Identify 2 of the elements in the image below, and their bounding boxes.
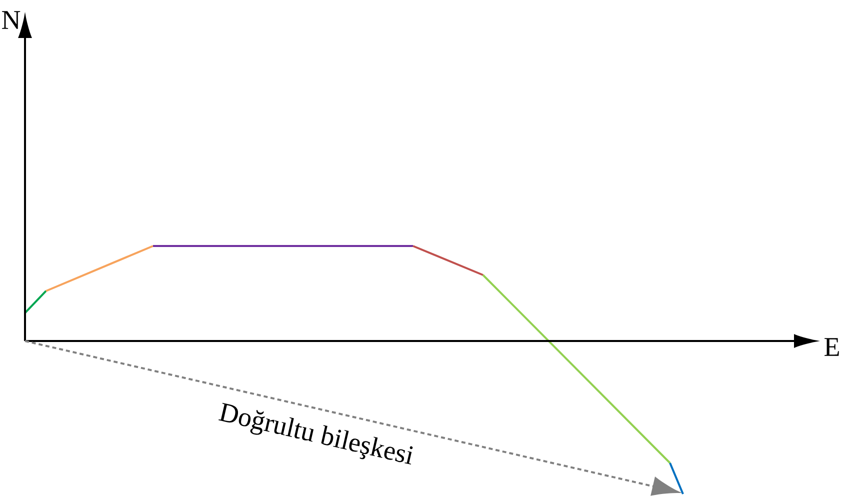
- axis-label: E: [824, 338, 839, 356]
- axis-label: N: [2, 11, 20, 29]
